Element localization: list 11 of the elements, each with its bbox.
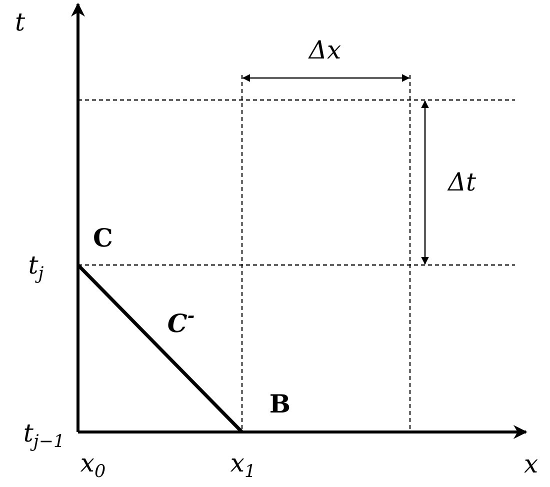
line-label: C$^{-}$ xyxy=(167,308,195,336)
axis-label: x xyxy=(524,452,538,476)
tick-label: x$_{1}$ xyxy=(230,450,256,482)
point-label: B xyxy=(269,392,291,416)
tick-label: t$_{j}$ xyxy=(28,252,44,284)
dimension-label: Δx xyxy=(308,38,342,62)
tick-label: x$_{0}$ xyxy=(80,450,106,482)
tick-label: t$_{j−1}$ xyxy=(23,420,65,452)
dimension-label: Δt xyxy=(448,170,476,194)
point-label: C xyxy=(93,226,113,250)
axis-label: t xyxy=(14,10,26,34)
